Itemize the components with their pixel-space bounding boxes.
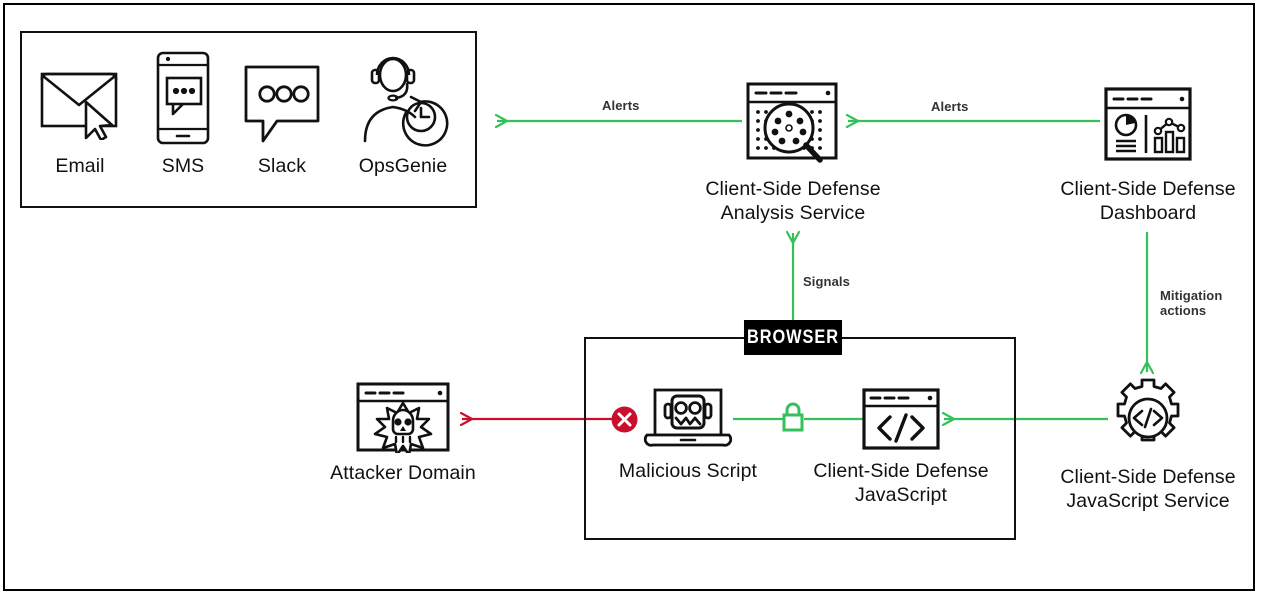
node-analysis-service-label: Client-Side Defense Analysis Service <box>705 178 881 224</box>
node-opsgenie[interactable]: OpsGenie <box>345 52 461 178</box>
node-attacker-domain-label: Attacker Domain <box>330 462 476 484</box>
node-email-label: Email <box>55 155 105 177</box>
notification-channels-box <box>20 31 477 208</box>
node-csd-javascript[interactable]: Client-Side Defense JavaScript <box>810 386 992 507</box>
blocked-x-icon <box>611 406 638 438</box>
envelope-cursor-icon <box>33 55 127 147</box>
node-csd-javascript-service-label: Client-Side Defense JavaScript Service <box>1060 466 1236 512</box>
outer-frame <box>3 3 1255 591</box>
node-sms[interactable]: SMS <box>140 49 226 178</box>
node-attacker-domain[interactable]: Attacker Domain <box>327 380 479 485</box>
node-opsgenie-label: OpsGenie <box>358 155 448 177</box>
browser-magnifier-icon <box>693 78 893 170</box>
node-slack-label: Slack <box>257 155 307 177</box>
edge-label-alerts-right: Alerts <box>931 99 969 114</box>
browser-tag: BROWSER <box>743 320 843 355</box>
node-dashboard[interactable]: Client-Side Defense Dashboard <box>1050 78 1246 225</box>
edge-label-alerts-left: Alerts <box>602 98 640 113</box>
laptop-bot-icon <box>613 386 763 452</box>
browser-code-icon <box>810 386 992 452</box>
headset-person-clock-icon <box>345 52 461 147</box>
speech-bubble-dots-icon <box>236 60 328 147</box>
edge-label-mitigation: Mitigation actions <box>1160 288 1223 318</box>
gear-code-icon <box>1052 378 1244 458</box>
smartphone-message-icon <box>140 49 226 147</box>
node-csd-javascript-service[interactable]: Client-Side Defense JavaScript Service <box>1052 378 1244 513</box>
node-sms-label: SMS <box>161 155 205 177</box>
node-csd-javascript-label: Client-Side Defense JavaScript <box>813 460 989 506</box>
node-analysis-service[interactable]: Client-Side Defense Analysis Service <box>693 78 893 225</box>
node-slack[interactable]: Slack <box>236 60 328 178</box>
browser-skull-icon <box>327 380 479 454</box>
node-malicious-script[interactable]: Malicious Script <box>613 386 763 483</box>
node-email[interactable]: Email <box>33 55 127 178</box>
browser-charts-icon <box>1050 78 1246 170</box>
browser-tag-label: BROWSER <box>747 326 839 348</box>
node-malicious-script-label: Malicious Script <box>618 460 758 482</box>
padlock-icon <box>779 399 807 438</box>
node-dashboard-label: Client-Side Defense Dashboard <box>1060 178 1236 224</box>
edge-label-signals: Signals <box>803 274 850 289</box>
